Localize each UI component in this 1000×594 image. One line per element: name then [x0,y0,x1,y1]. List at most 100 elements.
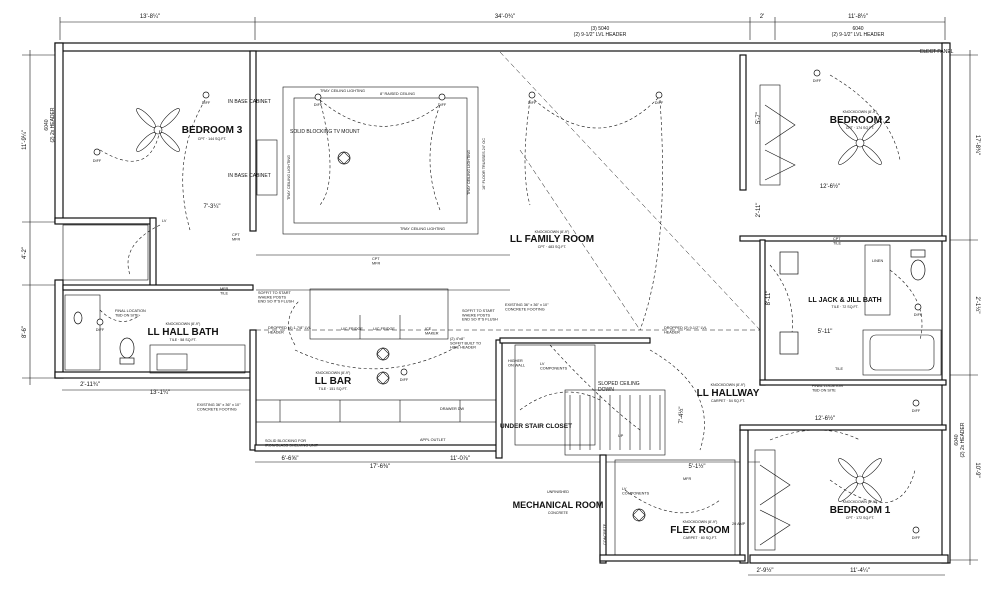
room-bar: KNOCKDOWN (8'-9") LL BAR TILE · 151 SQ.F… [315,371,352,391]
interior-lines [62,84,942,556]
room-hall-bath: KNOCKDOWN (8'-9") LL HALL BATH TILE · 58… [147,322,218,342]
diff-12: DIFF [96,318,105,332]
up-arrow-label: UP [618,434,624,438]
dim-bed1-w: 12'-6½" [815,415,835,422]
concrete: CONCRETE [603,523,607,545]
room-bedroom3: BEDROOM 3 CPT · 144 SQ.FT. [182,125,243,141]
diff-3: DIFF [314,93,323,107]
dim-top-left: 13'-8¼" [140,14,160,20]
svg-text:KNOCKDOWN (8'-9"): KNOCKDOWN (8'-9") [683,520,718,524]
tray-ceiling-2: TRAY CEILING LIGHTING [400,227,445,231]
diff-registers: DIFF DIFF DIFF DIFF DIFF DIFF DIFF DIFF … [93,69,923,540]
in-base-cabinet-2: IN BASE CABINET [228,173,271,179]
uc-fridge-1: U/C FRIDGE [341,327,363,331]
diff-6: DIFF [655,91,664,105]
dim-bot-right2: 11'-4¼" [850,568,870,574]
appl-outlet: APPL OUTLET [420,438,446,442]
room-sub: CARPET · 54 SQ.FT. [711,399,745,403]
room-sub: TILE · 151 SQ.FT. [319,387,348,391]
room-sub: TILE · 58 SQ.FT. [170,338,197,342]
room-flex: KNOCKDOWN (8'-9") FLEX ROOM CARPET · 80 … [670,520,729,540]
amp-20: 20 AMP [732,522,746,526]
svg-text:KNOCKDOWN (8'-9"): KNOCKDOWN (8'-9") [843,500,878,504]
svg-text:DIFF: DIFF [912,409,921,413]
room-name: LL HALL BATH [147,327,218,338]
dim-bath-w2: 5'-11" [818,329,833,335]
dim-top-mid: 34'-0¾" [495,14,515,20]
diff-5: DIFF [528,91,537,105]
dim-left-upper: 11'-9¼" [22,130,28,150]
svg-text:KNOCKDOWN (8'-9"): KNOCKDOWN (8'-9") [316,371,351,375]
room-sub: CPT · 144 SQ.FT. [198,137,227,141]
diff-2: DIFF [93,148,102,163]
ceiling-fan-bedroom2 [838,121,882,165]
raised-ceiling: 8" RAISED CEILING [380,92,415,96]
room-hallway: KNOCKDOWN (8'-9") LL HALLWAY CARPET · 54… [697,383,760,403]
existing-footing: EXISTING 36" x 36" x 10"CONCRETE FOOTING [505,303,549,311]
diff-10: DIFF [912,399,921,413]
walls [54,42,951,564]
dim-8-11: 8'-11" [766,291,772,306]
dim-left-low: 8'-6" [22,326,28,338]
svg-text:DIFF: DIFF [912,536,921,540]
room-bedroom1: KNOCKDOWN (8'-9") BEDROOM 1 CPT · 172 SQ… [830,500,891,520]
ceiling-fan-bedroom3 [136,108,180,152]
dim-hall-w: 13'-1¼" [150,390,170,396]
dim-bath-w: 2'-11¾" [80,382,100,388]
toilet-hall-bath [119,337,135,365]
elect-panel: ELECT PANEL [920,49,954,55]
dim-left-mid: 4'-2" [22,247,28,259]
linen: LINEN [872,259,883,263]
room-name: LL FAMILY ROOM [510,234,594,245]
room-name: LL BAR [315,376,352,387]
sinks-jack-jill [779,251,799,355]
room-name: LL JACK & JILL BATH [808,297,882,304]
notes: ELECT PANEL IN BASE CABINET SOLID BLOCKI… [115,49,954,545]
lv: LV [162,219,167,223]
room-name: BEDROOM 2 [830,115,891,126]
dim-bot-mid2: 11'-0⅞" [450,456,470,462]
room-sub: CPT · 483 SQ.FT. [538,245,567,249]
room-sub: CARPET · 80 SQ.FT. [683,536,717,540]
diff-11: DIFF [912,526,921,540]
solid-blocking-tv: SOLID BLOCKING TV MOUNT [290,129,360,135]
room-name: LL HALLWAY [697,388,760,399]
svg-text:DIFF: DIFF [914,313,923,317]
dim-bed2-w: 12'-6½" [820,183,840,190]
tray-ceiling: TRAY CEILING LIGHTING [320,89,365,93]
room-mechanical: UNFINISHED MECHANICAL ROOM CONCRETE [513,490,604,515]
svg-text:UNFINISHED: UNFINISHED [547,490,569,494]
svg-text:DIFF: DIFF [400,378,409,382]
room-sub: CONCRETE [548,511,569,515]
dim-5-1: 5'-1½" [689,463,706,470]
diff-4: DIFF [438,93,447,107]
header-right-side: 6040(2) 2x HEADER [954,422,966,457]
room-name: UNDER STAIR CLOSET [500,423,572,430]
in-base-cabinet: IN BASE CABINET [228,99,271,105]
mfr: MFR [683,477,691,481]
svg-text:KNOCKDOWN (8'-9"): KNOCKDOWN (8'-9") [711,383,746,387]
svg-text:KNOCKDOWN (8'-9"): KNOCKDOWN (8'-9") [166,322,201,326]
room-name: FLEX ROOM [670,525,729,536]
dimension-lines [22,17,978,576]
ceiling-fan-bedroom1 [838,458,882,502]
dim-bed3-w: 7'-3¼" [204,204,221,210]
room-sub: CPT · 172 SQ.FT. [846,516,875,520]
room-family: KNOCKDOWN (8'-9") LL FAMILY ROOM CPT · 4… [510,230,594,249]
diff-1: DIFF [202,91,211,105]
room-sub: CPT · 174 SQ.FT. [846,126,875,130]
dim-5-7: 5'-7" [756,112,762,124]
svg-text:DIFF: DIFF [813,79,822,83]
